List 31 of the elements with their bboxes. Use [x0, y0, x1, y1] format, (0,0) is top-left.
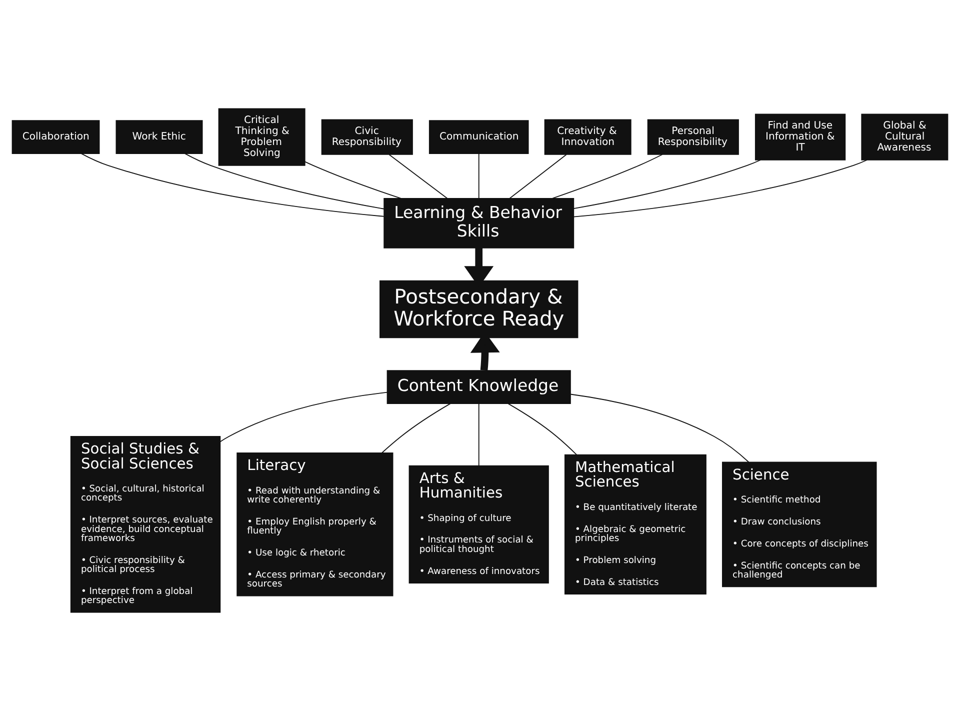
node-box: Collaboration — [12, 120, 100, 154]
node-box: Mathematical Sciences • Be quantitatively literate • Algebraic & geometric principles • Problem solving • Data & statistics — [564, 454, 706, 594]
connector — [509, 154, 567, 198]
node-box: Social Studies & Social Sciences • Social, cultural, historical concepts • Interpret sources, evaluate evidence, build conceptual frameworks • Civic responsibility & political process • Interpret from a global perspective — [70, 436, 221, 612]
connector — [381, 402, 451, 453]
node-box: Arts & Humanities • Shaping of culture • Instruments of social & political thought • Awareness of innovators — [408, 464, 549, 583]
connector — [220, 391, 388, 442]
connector — [508, 402, 578, 455]
node-box: Content Knowledge — [386, 370, 571, 404]
connector — [304, 160, 402, 198]
connector — [478, 152, 480, 198]
node-box: Communication — [428, 120, 529, 154]
node-box: Civic Responsibility — [321, 118, 413, 154]
node-box: Postsecondary & Workforce Ready — [380, 280, 578, 338]
node-box: Global & Cultural Awareness — [861, 113, 948, 160]
node-box: Critical Thinking & Problem Solving — [218, 108, 306, 166]
connector — [184, 152, 384, 209]
node-box: Learning & Behavior Skills — [384, 197, 574, 248]
node-box: Find and Use Information & IT — [754, 113, 846, 160]
connector — [573, 159, 761, 209]
node-box: Creativity & Innovation — [544, 118, 632, 154]
node-box: Science • Scientific method • Draw conclusions • Core concepts of disciplines • Scientific concepts can be challenged — [722, 461, 877, 587]
node-box: Literacy • Read with understanding & write coherently • Employ English properly & fluently • Use logic & rhetoric • Access primary & secondary sources — [236, 452, 394, 596]
node-box: Work Ethic — [116, 120, 203, 154]
connector — [570, 393, 750, 462]
node-box: Personal Responsibility — [647, 118, 739, 154]
connector — [478, 402, 480, 466]
connector — [552, 154, 663, 198]
connector — [80, 152, 384, 216]
connector — [388, 154, 448, 198]
connector — [573, 159, 868, 217]
